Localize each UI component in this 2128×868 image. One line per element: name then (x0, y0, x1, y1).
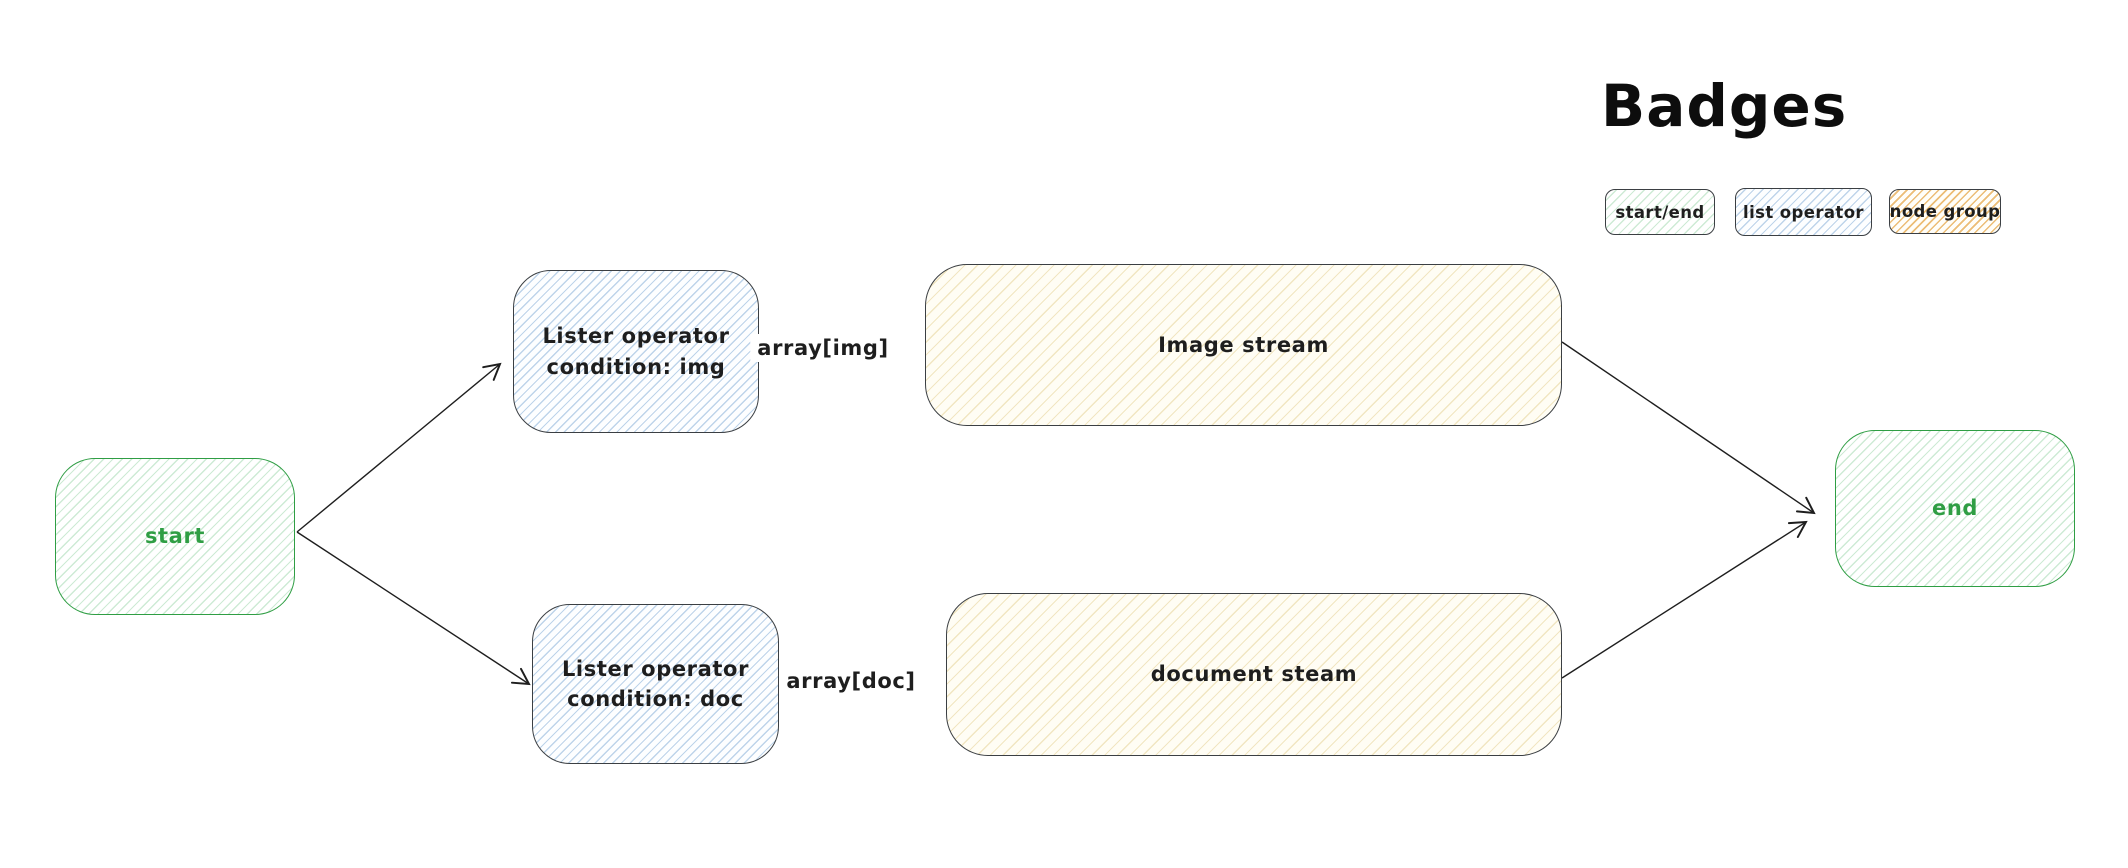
node-lister-doc-line2: condition: doc (567, 687, 744, 711)
node-lister-doc-line1: Lister operator (561, 656, 750, 681)
node-start-label: start (144, 524, 206, 549)
edge-start-to-lister-doc (296, 531, 531, 686)
edge-image-stream-to-end (1561, 341, 1816, 515)
node-end-label: end (1931, 496, 1979, 521)
legend-badge-start-end: start/end (1605, 189, 1715, 235)
node-image-stream: Image stream (925, 264, 1562, 426)
node-document-stream-label: document steam (1150, 662, 1358, 687)
edge-start-to-lister-img (296, 362, 502, 533)
node-start: start (55, 458, 295, 615)
legend-badge-node-group: node group (1889, 189, 2001, 234)
legend-title: Badges (1601, 72, 1848, 140)
node-image-stream-label: Image stream (1158, 332, 1329, 357)
edge-label-array-doc: array[doc] (779, 667, 923, 695)
node-lister-img-line1: Lister operator (542, 324, 730, 349)
edge-label-array-img: array[img] (750, 334, 896, 362)
node-lister-operator-doc: Lister operator condition: doc (532, 604, 779, 764)
node-lister-img-line2: condition: img (546, 354, 726, 379)
node-end: end (1835, 430, 2075, 587)
node-document-stream: document steam (946, 593, 1562, 756)
legend-badge-list-operator: list operator (1735, 188, 1872, 236)
node-lister-operator-img: Lister operator condition: img (513, 270, 759, 433)
edge-document-stream-to-end (1561, 520, 1808, 679)
